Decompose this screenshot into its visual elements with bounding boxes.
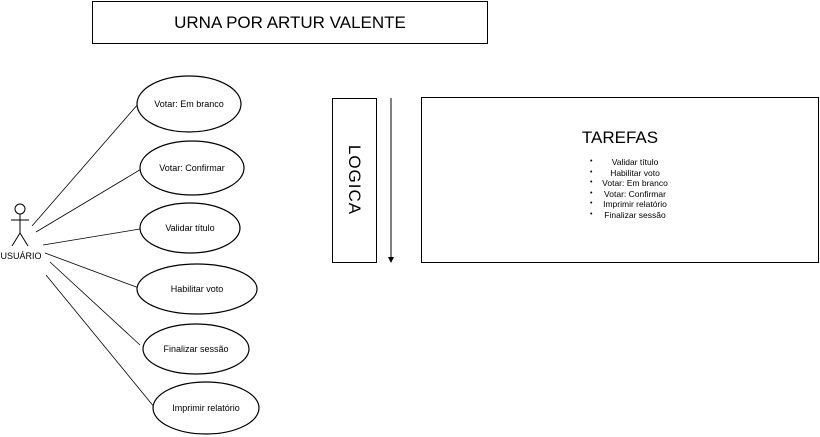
actor-label: USUÁRIO: [0, 251, 42, 261]
task-item-4: Votar: Confirmar: [590, 189, 680, 200]
use-case-label-5: Finalizar sessão: [163, 344, 229, 354]
use-case-ellipse-6: [152, 381, 260, 435]
association-line-6: [45, 274, 156, 409]
use-case-label-4: Habilitar voto: [170, 284, 224, 294]
association-line-3: [42, 228, 141, 246]
use-case-ellipse-4: [136, 263, 258, 315]
tasks-title: TAREFAS: [581, 128, 659, 147]
actor-stick-figure-icon: [11, 203, 29, 247]
use-case-ellipse-1: [136, 75, 242, 133]
association-lines: [31, 102, 156, 409]
arrow-head-icon: [388, 257, 394, 263]
diagram-title: URNA POR ARTUR VALENTE: [92, 1, 488, 44]
use-case-label-1: Votar: Em branco: [154, 99, 224, 109]
use-case-label-2: Votar: Confirmar: [159, 163, 225, 173]
logic-box: [332, 98, 377, 263]
task-item-6: Finalizar sessão: [590, 210, 680, 221]
tasks-list: Validar título Habilitar voto Votar: Em …: [590, 157, 680, 220]
use-case-label-3: Validar título: [165, 223, 215, 233]
logic-label: LOGICA: [345, 144, 364, 216]
task-item-2: Habilitar voto: [590, 168, 680, 179]
association-line-2: [35, 167, 144, 233]
use-case-ellipse-3: [139, 202, 241, 254]
task-item-1: Validar título: [590, 157, 680, 168]
task-item-3: Votar: Em branco: [590, 178, 680, 189]
use-case-label-6: Imprimir relatório: [172, 403, 240, 413]
association-line-5: [49, 261, 141, 346]
logic-arrow: [388, 98, 394, 263]
use-case-ellipse-2: [139, 140, 245, 196]
task-item-5: Imprimir relatório: [590, 199, 680, 210]
association-line-1: [31, 102, 140, 227]
association-line-4: [44, 252, 140, 289]
use-case-ellipse-5: [142, 323, 250, 375]
tasks-box: [421, 97, 819, 263]
